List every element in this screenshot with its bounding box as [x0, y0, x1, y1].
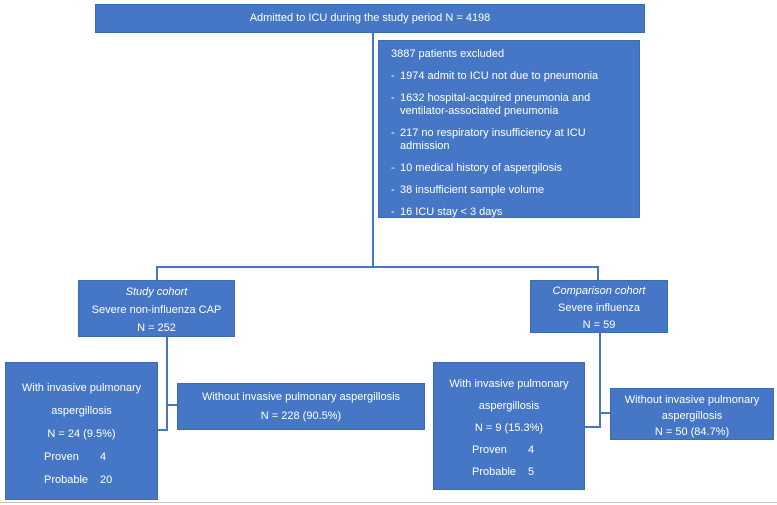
excluded-title: 3887 patients excluded [391, 48, 505, 60]
study-probable-value: 20 [100, 474, 113, 486]
excluded-item: 16 ICU stay < 3 days [391, 206, 631, 219]
excluded-item: 1974 admit to ICU not due to pneumonia [391, 70, 631, 83]
excluded-item: 217 no respiratory insufficiency at ICU … [391, 127, 631, 153]
comparison-proven-row: Proven 4 [472, 439, 584, 461]
connector-study-without-stub [166, 404, 177, 406]
comparison-proven-value: 4 [528, 444, 535, 456]
study-cohort-label: Study cohort [125, 286, 188, 298]
connector-drop-comparison [597, 266, 599, 280]
excluded-item: 10 medical history of aspergilosis [391, 162, 631, 175]
comparison-probable-label: Probable [472, 466, 517, 478]
connector-top-trunk [372, 33, 374, 267]
comparison-with-line2: aspergillosis [478, 400, 540, 412]
connector-study-trunk [166, 337, 168, 431]
connector-comparison-with-stub [585, 426, 601, 428]
study-proven-row: Proven 4 [44, 446, 157, 469]
comparison-with-line1: With invasive pulmonary [449, 378, 569, 390]
study-without-aspergillosis-box: Without invasive pulmonary aspergillosis… [177, 383, 425, 430]
comparison-with-count: N = 9 (15.3%) [474, 422, 544, 434]
comparison-without-line2: aspergillosis [661, 410, 723, 422]
study-without-count: N = 228 (90.5%) [260, 410, 342, 422]
connector-branch-horizontal [156, 266, 599, 268]
comparison-without-line1: Without invasive pulmonary [624, 394, 760, 406]
study-with-aspergillosis-box: With invasive pulmonary aspergillosis N … [5, 362, 158, 500]
comparison-probable-row: Probable 5 [472, 461, 584, 483]
study-proven-label: Proven [44, 451, 79, 463]
study-proven-value: 4 [100, 451, 107, 463]
connector-comparison-trunk [599, 333, 601, 428]
excluded-patients-box: 3887 patients excluded 1974 admit to ICU… [378, 40, 640, 219]
admitted-icu-box: Admitted to ICU during the study period … [95, 4, 645, 33]
study-cohort-count: N = 252 [137, 322, 176, 334]
study-with-line1: With invasive pulmonary [21, 382, 142, 394]
study-without-line1: Without invasive pulmonary aspergillosis [201, 391, 401, 403]
study-probable-label: Probable [44, 474, 89, 486]
comparison-proven-label: Proven [472, 444, 507, 456]
comparison-cohort-count: N = 59 [582, 319, 616, 331]
admitted-icu-text: Admitted to ICU during the study period … [249, 12, 491, 24]
excluded-item: 1632 hospital-acquired pneumonia and ven… [391, 92, 631, 118]
comparison-probable-value: 5 [528, 466, 535, 478]
comparison-cohort-box: Comparison cohort Severe influenza N = 5… [530, 280, 668, 333]
connector-comparison-without-stub [599, 412, 610, 414]
comparison-cohort-label: Comparison cohort [552, 285, 646, 297]
comparison-cohort-description: Severe influenza [558, 302, 640, 314]
figure-bottom-rule [0, 502, 777, 503]
excluded-item: 38 insufficient sample volume [391, 184, 631, 197]
study-cohort-description: Severe non-influenza CAP [91, 304, 222, 316]
study-with-line2: aspergillosis [51, 405, 112, 417]
comparison-with-aspergillosis-box: With invasive pulmonary aspergillosis N … [433, 362, 585, 490]
connector-drop-study [156, 266, 158, 280]
comparison-without-count: N = 50 (84.7%) [654, 426, 730, 438]
study-cohort-box: Study cohort Severe non-influenza CAP N … [78, 280, 235, 337]
comparison-without-aspergillosis-box: Without invasive pulmonary aspergillosis… [610, 388, 774, 440]
connector-study-with-stub [158, 429, 168, 431]
study-probable-row: Probable 20 [44, 469, 157, 492]
study-with-count: N = 24 (9.5%) [47, 428, 116, 440]
